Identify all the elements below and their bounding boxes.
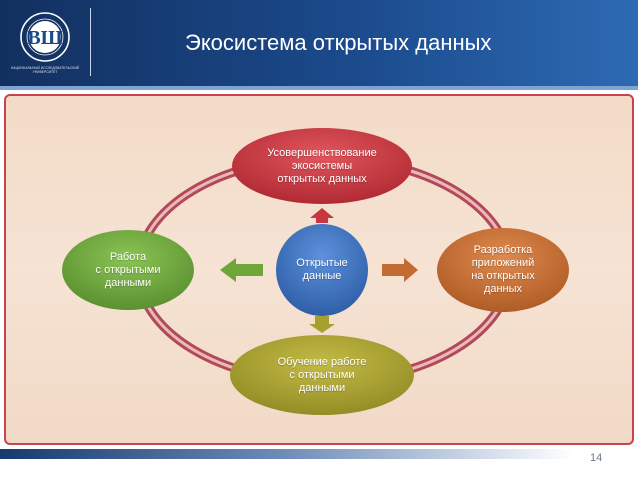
- university-logo: ВШ НАЦИОНАЛЬНЫЙ ИССЛЕДОВАТЕЛЬСКИЙ УНИВЕР…: [9, 9, 81, 77]
- node-bottom-label: Обучение работе с открытыми данными: [277, 355, 367, 394]
- node-bottom: [230, 335, 414, 415]
- page-number: 14: [590, 452, 603, 464]
- logo-caption: НАЦИОНАЛЬНЫЙ ИССЛЕДОВАТЕЛЬСКИЙ УНИВЕРСИТ…: [10, 66, 79, 74]
- node-left: [62, 230, 194, 310]
- node-top: [232, 128, 412, 204]
- page-title: Экосистема открытых данных: [185, 30, 492, 55]
- header-bar: [0, 0, 638, 86]
- header-divider: [90, 8, 91, 76]
- header-stripe: [0, 86, 638, 90]
- node-right-label: Разработка приложений на открытых данных: [471, 244, 535, 295]
- node-top-label: Усовершенствование экосистемы открытых д…: [267, 146, 377, 185]
- arrow-down: [309, 316, 335, 333]
- arrow-right: [382, 258, 418, 282]
- node-right: [437, 228, 569, 312]
- footer-bar: [0, 449, 638, 459]
- node-center-label: Открытые данные: [296, 257, 348, 282]
- svg-text:ВШ: ВШ: [27, 27, 62, 49]
- arrow-up: [310, 208, 334, 223]
- arrow-left: [220, 258, 263, 282]
- logo-emblem-icon: ВШ: [20, 12, 70, 62]
- node-center: [276, 224, 368, 316]
- node-left-label: Работа с открытыми данными: [95, 250, 161, 289]
